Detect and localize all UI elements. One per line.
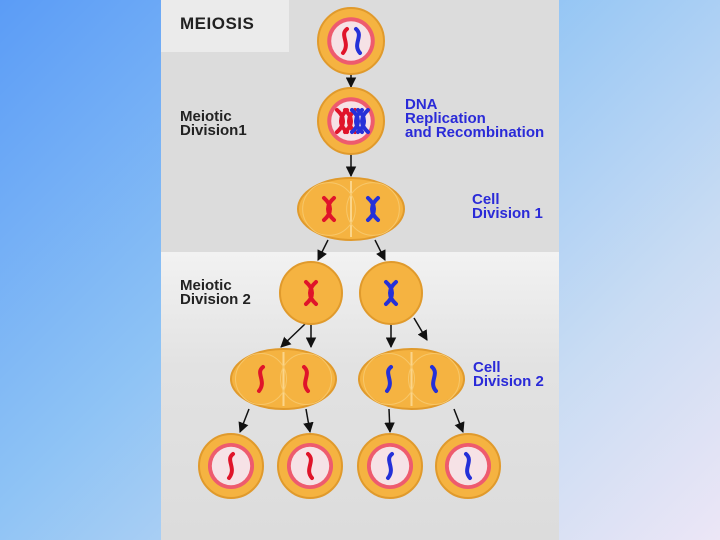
label-line: Meiotic (180, 277, 232, 294)
cell-outline (235, 353, 287, 405)
cell (357, 433, 423, 499)
cell-outline (346, 182, 400, 236)
label-line: Division 2 (473, 373, 544, 390)
chromosome (227, 452, 235, 480)
arrow (374, 239, 386, 261)
chromosome (354, 27, 362, 55)
label-cell-division-2: Cell Division 2 (473, 359, 544, 390)
nucleus (331, 21, 371, 61)
arrow (453, 408, 465, 433)
label-meiotic-division-2: Meiotic Division 2 (180, 277, 251, 308)
label-line: Division1 (180, 122, 247, 139)
label-line: Division 2 (180, 291, 251, 308)
title-box (161, 0, 289, 52)
label-line: Replication (405, 110, 486, 127)
dividing-cell-pair (230, 348, 337, 410)
diagram-title: MEIOSIS (180, 14, 255, 33)
cell (317, 7, 385, 75)
arrow (238, 408, 250, 433)
cell-outline (302, 182, 356, 236)
label-dna-replication: DNA Replication and Recombination (405, 96, 545, 141)
label-cell-division-1: Cell Division 1 (472, 191, 543, 222)
cell-outline (280, 353, 332, 405)
cell (198, 433, 264, 499)
cell-outline (408, 353, 460, 405)
label-meiotic-division-1: Meiotic Division1 (180, 108, 247, 139)
label-line: and Recombination (405, 124, 545, 141)
chromosome (341, 27, 349, 55)
cells-group (198, 7, 501, 499)
chromosome (356, 108, 370, 134)
chromosome (430, 365, 438, 393)
chromosome (304, 280, 318, 306)
label-line: DNA (405, 96, 438, 113)
arrow (384, 408, 395, 434)
label-line: Cell (473, 359, 501, 376)
chromosome (257, 365, 265, 393)
chromosome (302, 365, 310, 393)
label-line: Division 1 (472, 205, 543, 222)
chromosome (322, 196, 336, 222)
cell (317, 87, 385, 155)
cell (435, 433, 501, 499)
chromosome (366, 196, 380, 222)
arrow (280, 323, 306, 348)
chromosome (384, 280, 398, 306)
arrow (317, 239, 329, 261)
arrow (303, 408, 314, 434)
cell (277, 433, 343, 499)
chromosome (464, 452, 472, 480)
label-line: Meiotic (180, 108, 232, 125)
cell-outline (363, 353, 415, 405)
chromosome (386, 452, 394, 480)
dividing-cell-pair (358, 348, 465, 410)
chromosome (385, 365, 393, 393)
diagram-panel: MEIOSIS Meiotic Division1 DNA Replicatio… (161, 0, 559, 540)
cell (359, 261, 423, 325)
arrows-group (238, 74, 465, 434)
meiosis-diagram (198, 7, 501, 499)
chromosome (306, 452, 314, 480)
label-line: Cell (472, 191, 500, 208)
cell (279, 261, 343, 325)
dividing-cell-pair (297, 177, 405, 241)
arrow (413, 317, 428, 341)
